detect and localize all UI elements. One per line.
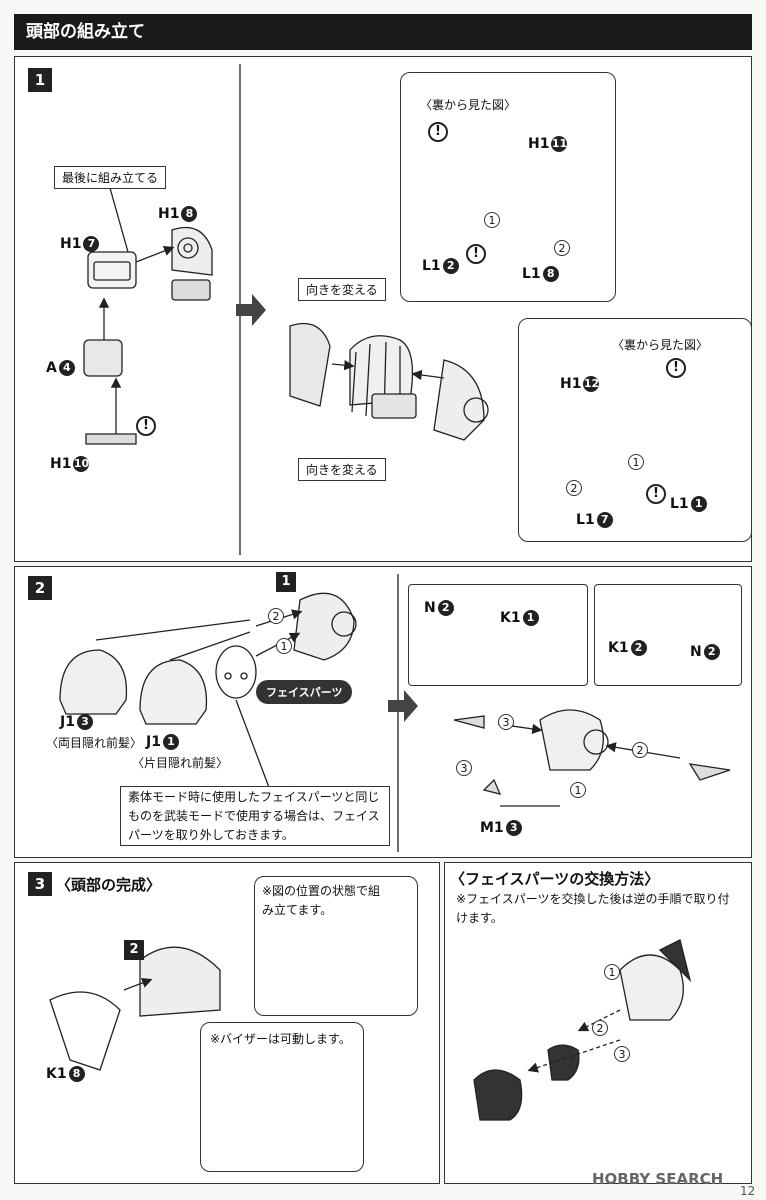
face-swap-note: ※フェイスパーツを交換した後は逆の手順で取り付けます。: [456, 892, 730, 925]
position-note: ※図の位置の状態で組み立てます。: [262, 884, 381, 917]
face-parts-note-box: [120, 786, 390, 846]
step3-title: 〈頭部の完成〉: [56, 876, 162, 894]
step2-badge: 2: [28, 576, 52, 600]
caution-icon: !: [666, 358, 686, 378]
face-parts-note: 素体モード時に使用したフェイスパーツと同じものを武装モードで使用する場合は、フェ…: [128, 790, 380, 842]
seq-circle: 3: [456, 760, 472, 776]
seq-circle: 3: [614, 1046, 630, 1062]
header-bar: [14, 14, 752, 50]
visor-note-box: [200, 1022, 364, 1172]
seq-circle: 2: [592, 1020, 608, 1036]
back-view-title-top: 〈裏から見た図〉: [420, 98, 517, 112]
seq-circle: 3: [498, 714, 514, 730]
step2-inner-badge: 1: [276, 572, 296, 592]
watermark: HOBBY SEARCH: [592, 1170, 724, 1188]
seq-circle: 1: [604, 964, 620, 980]
j1-3-caption: 〈両目隠れ前髪〉: [46, 736, 143, 750]
seq-circle: 2: [632, 742, 648, 758]
seq-circle: 1: [570, 782, 586, 798]
step3-badge: 3: [28, 872, 52, 896]
seq-circle: 2: [268, 608, 284, 624]
page-title: 頭部の組み立て: [26, 22, 145, 42]
caution-icon: !: [428, 122, 448, 142]
face-swap-title: 〈フェイスパーツの交換方法〉: [450, 870, 660, 888]
back-view-box-bottom: [518, 318, 752, 542]
seq-circle: 2: [554, 240, 570, 256]
seq-circle: 1: [484, 212, 500, 228]
page-number: 12: [740, 1184, 756, 1198]
seq-circle: 2: [566, 480, 582, 496]
back-view-box-top: [400, 72, 616, 302]
face-parts-pill: フェイスパーツ: [256, 680, 353, 704]
seq-circle: 1: [276, 638, 292, 654]
caution-icon: !: [646, 484, 666, 504]
direction-label-bottom: 向きを変える: [298, 458, 386, 481]
step2-detail-box-left: [408, 584, 588, 686]
position-note-box: [254, 876, 418, 1016]
seq-circle: 1: [628, 454, 644, 470]
j1-1-caption: 〈片目隠れ前髪〉: [132, 756, 229, 770]
visor-note: ※バイザーは可動します。: [210, 1032, 351, 1046]
last-assemble-label: 最後に組み立てる: [54, 166, 167, 189]
caution-icon: !: [136, 416, 156, 436]
caution-icon: !: [466, 244, 486, 264]
step1-badge: 1: [28, 68, 52, 92]
back-view-title-bottom: 〈裏から見た図〉: [612, 338, 709, 352]
step3-inner-badge: 2: [124, 940, 144, 960]
direction-label-top: 向きを変える: [298, 278, 386, 301]
step2-detail-box-right: [594, 584, 742, 686]
